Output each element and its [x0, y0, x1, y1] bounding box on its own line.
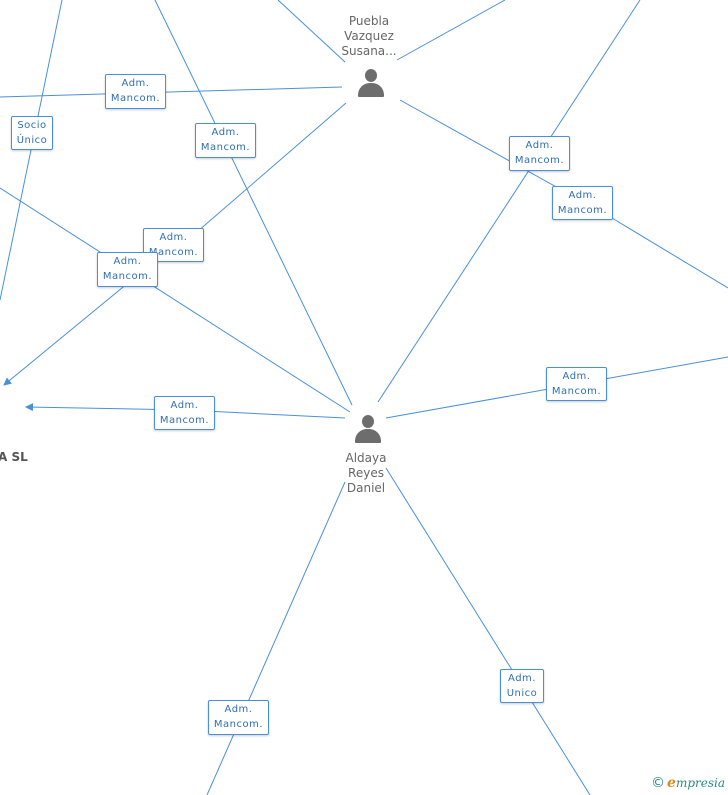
- relation-badge[interactable]: Adm. Mancom.: [154, 396, 215, 430]
- relation-badge[interactable]: Adm. Mancom.: [546, 367, 607, 401]
- brand-text: mpresia: [675, 776, 725, 790]
- badge-line: Adm.: [159, 232, 188, 243]
- edge: [189, 102, 347, 239]
- edge: [611, 217, 728, 289]
- edge: [154, 0, 353, 406]
- person-name-aldaya[interactable]: Aldaya Reyes Daniel: [311, 451, 421, 496]
- relation-badge[interactable]: Adm. Unico: [500, 669, 544, 703]
- badge-line: Mancom.: [148, 247, 199, 258]
- badge-line: Adm.: [170, 400, 199, 411]
- company-label[interactable]: A SL: [0, 450, 28, 464]
- name-line: Vazquez: [344, 29, 394, 43]
- person-icon[interactable]: [354, 414, 382, 444]
- edge: [3, 282, 129, 386]
- badge-line: Mancom.: [102, 271, 153, 282]
- badge-line: Mancom.: [213, 719, 264, 730]
- person-icon[interactable]: [357, 68, 385, 98]
- edge: [206, 481, 346, 795]
- badge-line: Adm.: [525, 140, 554, 151]
- empresia-logo[interactable]: ©empresia: [651, 775, 725, 791]
- badge-line: Adm.: [113, 256, 142, 267]
- edge: [377, 0, 641, 403]
- badge-line: Adm.: [508, 673, 536, 684]
- badge-line: Adm.: [224, 704, 253, 715]
- relation-badge[interactable]: Adm. Mancom.: [509, 136, 570, 171]
- edge: [0, 187, 351, 413]
- badge-line: Adm.: [211, 127, 240, 138]
- edge: [277, 0, 346, 63]
- name-line: Reyes: [348, 466, 384, 480]
- badge-line: Mancom.: [159, 415, 210, 426]
- badge-line: Mancom.: [110, 93, 161, 104]
- edge: [0, 0, 63, 301]
- badge-line: Único: [16, 135, 48, 146]
- edge: [396, 0, 506, 61]
- relation-badge[interactable]: Adm. Mancom.: [208, 700, 269, 735]
- relation-badge[interactable]: Adm. Mancom.: [105, 74, 166, 109]
- badge-line: Socio: [17, 120, 47, 131]
- badge-line: Adm.: [562, 371, 591, 382]
- badge-line: Mancom.: [514, 155, 565, 166]
- name-line: Aldaya: [345, 451, 387, 465]
- name-line: Puebla: [348, 14, 390, 28]
- badge-line: Adm.: [121, 78, 150, 89]
- copyright-icon: ©: [651, 775, 666, 791]
- brand-e: e: [667, 775, 676, 791]
- edge: [0, 86, 343, 98]
- relation-badge[interactable]: Adm. Mancom.: [552, 186, 613, 220]
- name-line: Susana...: [341, 44, 397, 58]
- badge-line: Mancom.: [551, 386, 602, 397]
- badge-line: Mancom.: [200, 142, 251, 153]
- relation-badge[interactable]: Adm. Mancom.: [195, 123, 256, 158]
- person-name-puebla[interactable]: Puebla Vazquez Susana...: [314, 14, 424, 59]
- badge-line: Mancom.: [557, 205, 608, 216]
- relation-badge[interactable]: Adm. Mancom.: [97, 252, 158, 287]
- edge: [385, 467, 591, 795]
- name-line: Daniel: [346, 481, 386, 495]
- badge-line: Adm.: [568, 190, 597, 201]
- badge-line: Unico: [506, 688, 538, 699]
